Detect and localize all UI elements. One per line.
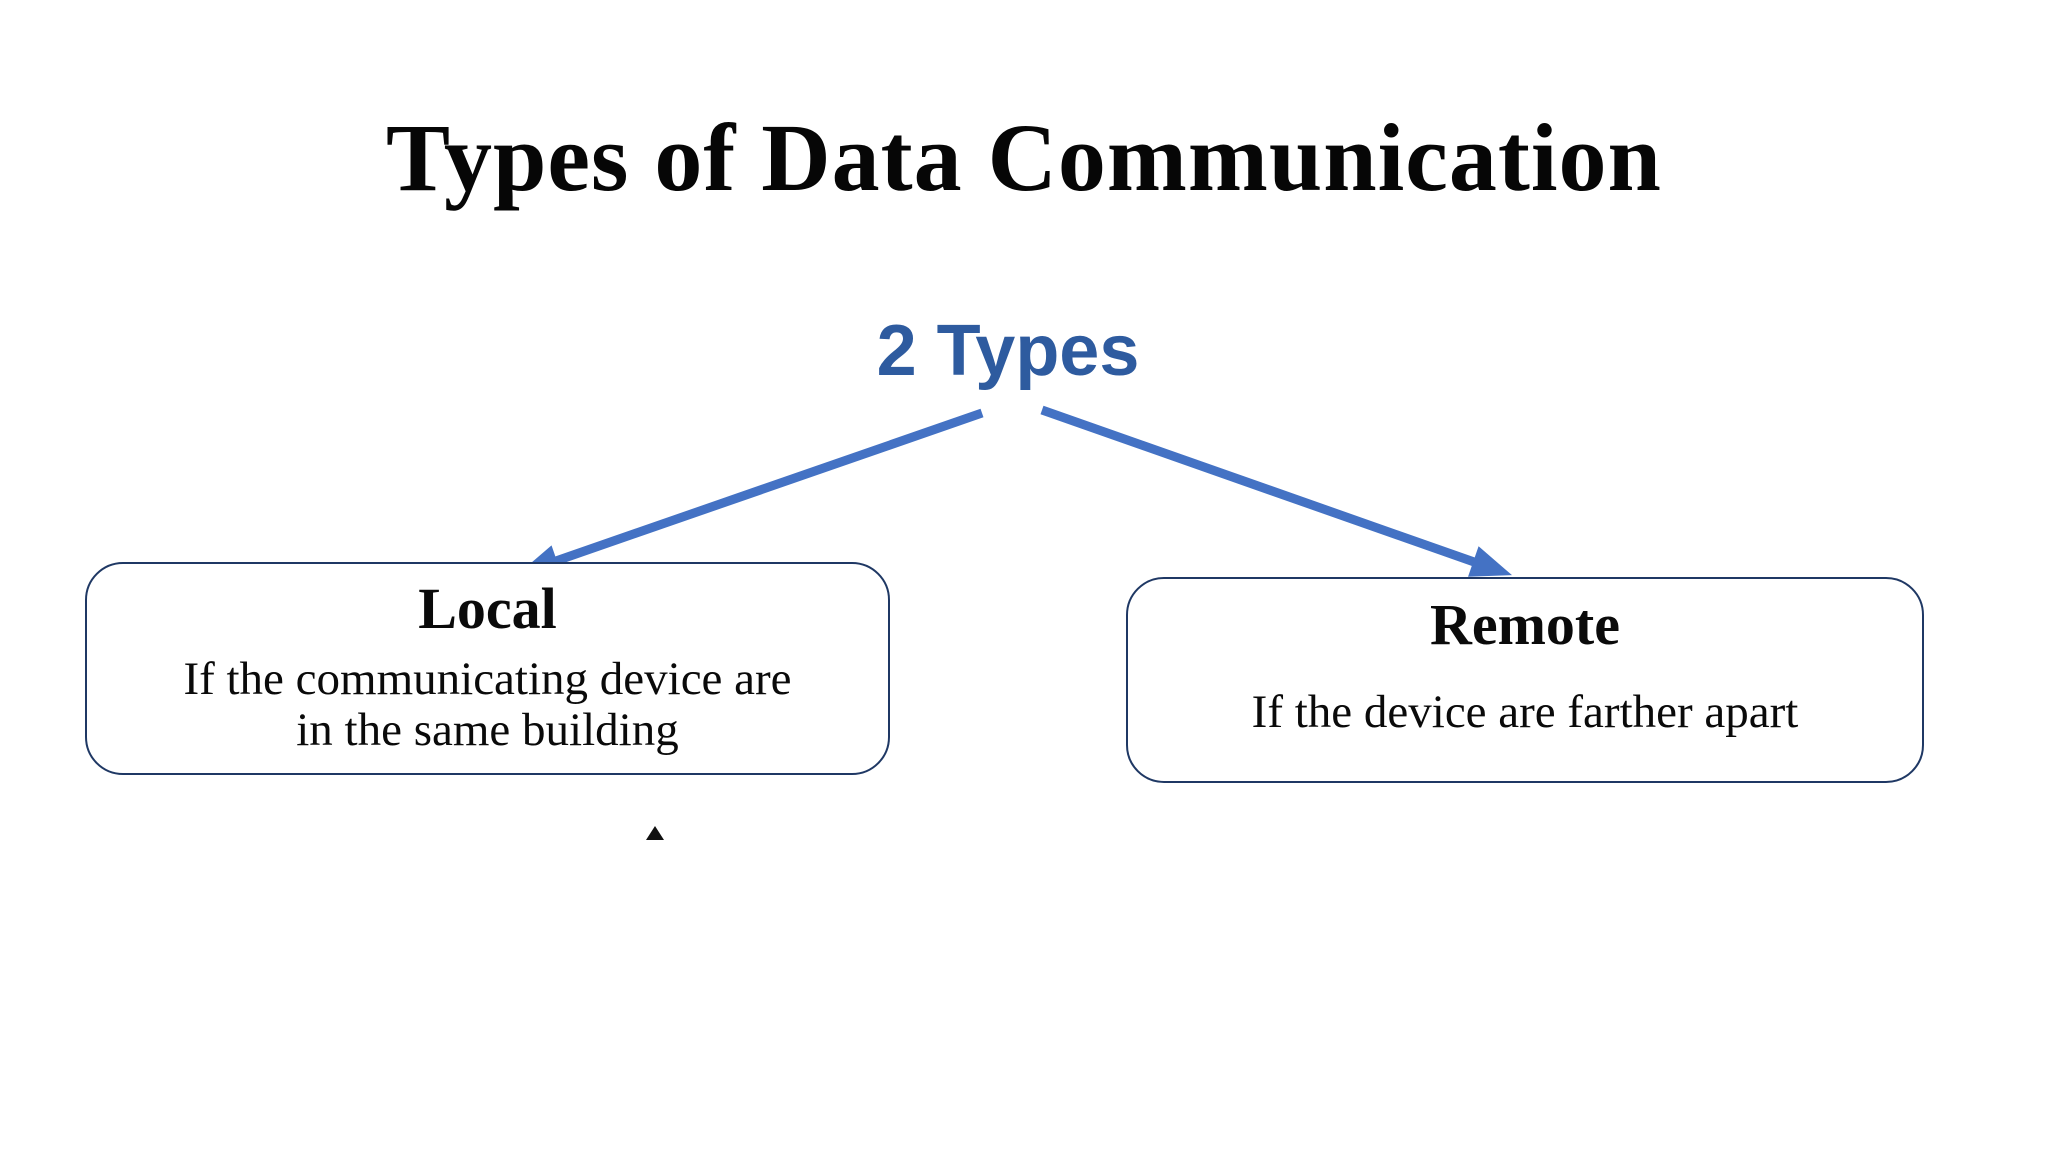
node-local: Local If the communicating device are in…: [85, 562, 890, 775]
types-count-label: 2 Types: [876, 311, 1140, 391]
node-local-heading: Local: [418, 576, 557, 641]
slide-title: Types of Data Communication: [386, 104, 1662, 211]
arrow-right-icon: [1040, 405, 1513, 577]
node-local-description-line1: If the communicating device are: [183, 652, 792, 705]
node-local-description-line2: in the same building: [296, 703, 679, 756]
pointer-triangle-icon: [646, 826, 664, 840]
node-local-description: If the communicating device are in the s…: [183, 652, 792, 756]
node-remote: Remote If the device are farther apart: [1126, 577, 1924, 783]
arrow-left-icon: [517, 408, 984, 576]
node-remote-heading: Remote: [1429, 592, 1620, 657]
node-remote-description-line1: If the device are farther apart: [1251, 685, 1799, 738]
node-remote-description: If the device are farther apart: [1251, 685, 1799, 738]
